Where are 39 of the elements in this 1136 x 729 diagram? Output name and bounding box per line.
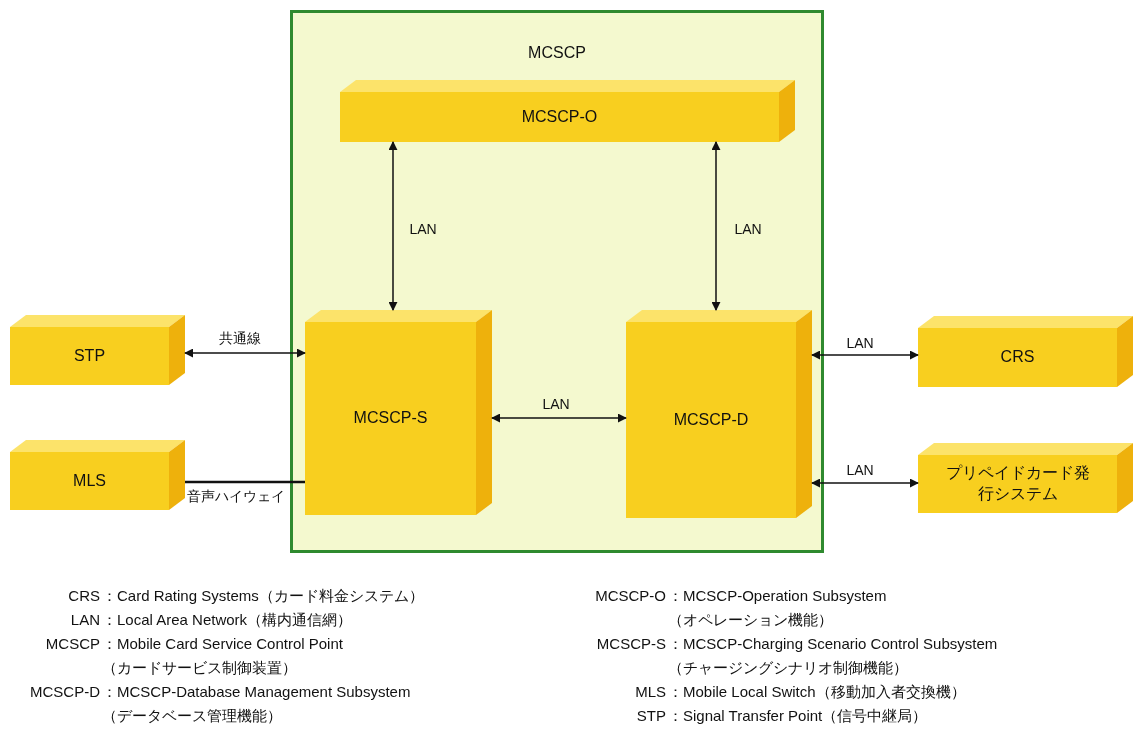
edge-label: LAN [541,396,571,412]
glossary-term: MCSCP-O [594,586,666,606]
block-label: MCSCP-O [521,106,598,127]
arrow [711,141,721,311]
block-label: プリペイドカード発行システム [944,463,1091,504]
glossary-term: LAN [69,610,100,630]
glossary-term: MCSCP-S [595,634,666,654]
glossary-term: MLS [634,682,666,702]
glossary-definition: ：Signal Transfer Point（信号中継局） [667,706,929,726]
glossary-definition: ：MCSCP-Operation Subsystem （オペレーション機能） [667,586,888,630]
block-label: MCSCP-D [673,409,749,430]
glossary-definition: ：Mobile Local Switch（移動加入者交換機） [667,682,967,702]
block-label: CRS [1000,347,1035,368]
edge-label: 音声ハイウェイ [186,488,286,506]
edge-label: LAN [845,335,875,351]
arrow [388,141,398,311]
edge-label: LAN [733,221,763,237]
connector-line [185,480,305,484]
glossary-definition: ：Card Rating Systems（カード料金システム） [101,586,425,606]
arrow [491,413,627,423]
glossary-definition: ：MCSCP-Database Management Subsystem （データベース管理機能） [101,682,412,726]
edge-label: LAN [845,462,875,478]
arrow [184,348,306,358]
edge-label: 共通線 [218,330,262,348]
glossary-definition: ：Mobile Card Service Control Point （カードサービス制御装置） [101,634,344,678]
glossary-definition: ：Local Area Network（構内通信網） [101,610,354,630]
block-label: MLS [73,470,106,491]
arrow [811,350,919,360]
glossary-term: CRS [67,586,100,606]
arrow [811,478,919,488]
glossary-term: STP [635,706,666,726]
panel-title: MCSCP [527,43,587,63]
block-label: MCSCP-S [353,408,428,429]
block-label: STP [73,345,106,366]
system-panel [290,10,824,553]
edge-label: LAN [408,221,438,237]
glossary-term: MCSCP [44,634,100,654]
glossary-definition: ：MCSCP-Charging Scenario Control Subsystem （チャージングシナリオ制御機能） [667,634,999,678]
glossary-term: MCSCP-D [29,682,100,702]
